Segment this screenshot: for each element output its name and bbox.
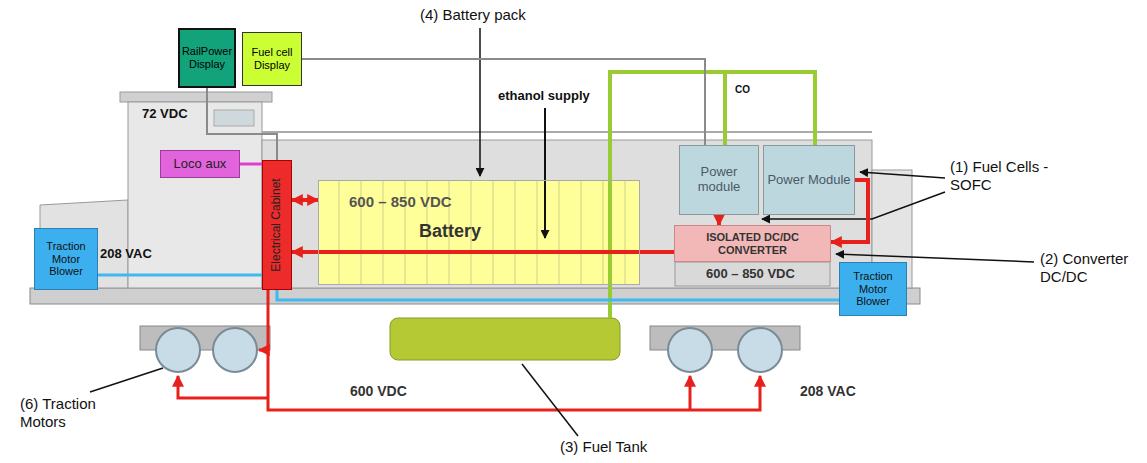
component-name: Power module <box>682 165 756 195</box>
leader-line <box>479 28 481 176</box>
callout-label: (3) Fuel Tank <box>560 438 647 456</box>
traction-motor <box>156 328 200 372</box>
component-name: Fuel cell Display <box>245 46 299 71</box>
component-box: ISOLATED DC/DC CONVERTER <box>674 225 831 262</box>
callout-label: (6) Traction Motors <box>20 395 132 431</box>
power-connector <box>277 290 839 300</box>
callout-label: 600 – 850 VDC <box>706 266 795 282</box>
cab-roof <box>120 92 272 102</box>
callout-label: (2) Converter DC/DC <box>1040 250 1140 286</box>
component-box: Loco aux <box>160 150 240 178</box>
callout-label: 208 VAC <box>100 246 152 262</box>
component-name: Loco aux <box>174 157 227 172</box>
callout-label: 208 VAC <box>800 383 856 400</box>
ethanol-line <box>723 72 727 145</box>
power-connector <box>292 198 318 202</box>
traction-wire <box>689 376 692 410</box>
component-name: Traction Motor Blower <box>37 240 95 278</box>
component-box: 600 – 850 VDC Battery <box>318 180 640 285</box>
converter-base <box>675 262 830 286</box>
battery-ribs <box>318 180 640 285</box>
traction-motor <box>738 328 782 372</box>
component-name: RailPower Display <box>182 45 232 70</box>
long-hood <box>262 140 872 288</box>
power-connector <box>292 250 674 254</box>
leader-line <box>522 364 578 436</box>
component-box: Traction Motor Blower <box>839 262 907 316</box>
power-connector <box>240 163 262 166</box>
component-box: Power Module <box>763 145 854 215</box>
component-box: Traction Motor Blower <box>34 228 98 290</box>
callout-label: ethanol supply <box>498 88 590 104</box>
leader-line <box>860 172 945 178</box>
leader-line <box>544 108 546 238</box>
traction-wire <box>268 290 760 410</box>
power-connector <box>98 274 262 277</box>
component-box: Fuel cell Display <box>242 32 302 86</box>
frame <box>30 288 920 304</box>
component-box: Electrical Cabinet <box>262 160 292 290</box>
leader-line <box>90 368 163 392</box>
component-box: Power module <box>679 145 759 215</box>
handrail <box>262 131 872 133</box>
traction-motor <box>213 328 257 372</box>
power-connector <box>717 215 721 225</box>
traction-wire <box>259 349 268 352</box>
callout-label: 72 VDC <box>142 106 188 122</box>
traction-wire <box>178 376 268 398</box>
component-name: Traction Motor Blower <box>842 270 904 308</box>
callout-label: 600 VDC <box>350 383 407 400</box>
component-name: 600 – 850 VDC <box>349 193 452 210</box>
component-name: Electrical Cabinet <box>270 178 284 271</box>
component-name: ISOLATED DC/DC CONVERTER <box>677 231 828 256</box>
component-name: Battery <box>419 221 481 242</box>
component-box: RailPower Display <box>178 28 236 88</box>
cab-window <box>214 110 254 126</box>
power-connector <box>302 59 705 145</box>
battery-panel <box>318 180 640 285</box>
traction-motor <box>668 328 712 372</box>
callout-label: (1) Fuel Cells - SOFC <box>950 158 1070 194</box>
callout-label: CO <box>735 84 750 96</box>
leader-line <box>836 254 1034 262</box>
fuel-tank <box>390 318 620 360</box>
component-name: Power Module <box>767 173 850 188</box>
callout-label: (4) Battery pack <box>420 6 526 24</box>
